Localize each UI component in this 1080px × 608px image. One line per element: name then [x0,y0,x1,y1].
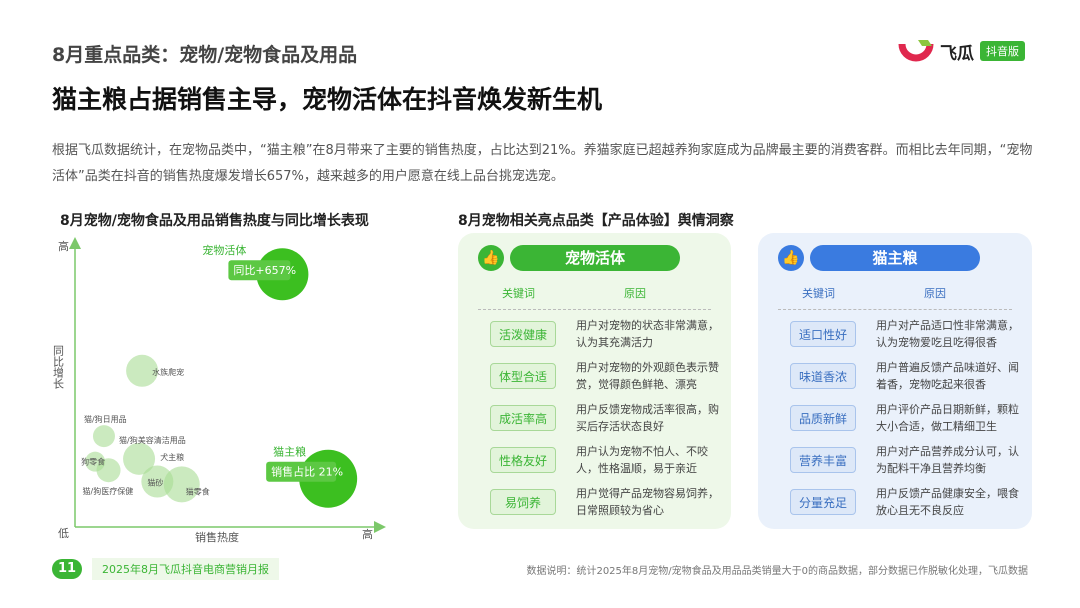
list-item: 味道香浓 用户普遍反馈产品味道好、闻着香，宠物吃起来很香 [758,359,1032,393]
keyword-tag: 成活率高 [490,405,556,431]
reason-text: 用户反馈产品健康安全，喂食放心且无不良反应 [876,487,1019,517]
list-item: 分量充足 用户反馈产品健康安全，喂食放心且无不良反应 [758,485,1032,519]
bubble [92,425,115,448]
col-keyword: 关键词 [802,287,835,300]
thumbs-up-icon: 👍 [478,245,504,271]
logo-badge: 抖音版 [980,41,1025,61]
page-number: 11 [52,559,82,579]
keyword-tag: 分量充足 [790,489,856,515]
data-note: 数据说明：统计2025年8月宠物/宠物食品及用品品类销量大于0的商品数据，部分数… [526,566,1028,577]
bubble-label: 狗零食 [81,457,105,467]
y-high-label: 高 [58,239,69,253]
thumbs-up-icon: 👍 [778,245,804,271]
reason-text: 用户对宠物的状态非常满意，认为其充满活力 [576,319,719,349]
card-title: 宠物活体 [510,245,680,271]
bubble [96,458,121,483]
bubble-tag [266,461,337,482]
super-title: 8月重点品类：宠物/宠物食品及用品 [52,44,358,66]
list-item: 体型合适 用户对宠物的外观颜色表示赞赏，觉得颜色鲜艳、漂亮 [458,359,731,393]
footer: 11 2025年8月飞瓜抖音电商营销月报 [52,558,279,580]
bubble-label: 猫/狗医疗保健 [83,486,134,496]
bubble-tag [228,260,291,281]
bubble-tag-text: 销售占比 21% [271,465,343,479]
divider [478,309,711,310]
bubble-label: 猫/狗美容清洁用品 [119,435,186,445]
reason-text: 用户评价产品日期新鲜，颗粒大小合适，做工精细卫生 [876,403,1019,433]
bubble-label: 猫主粮 [273,445,306,459]
list-item: 适口性好 用户对产品适口性非常满意，认为宠物爱吃且吃得很香 [758,317,1032,351]
bubble [126,354,159,387]
chart-section-title: 8月宠物/宠物食品及用品销售热度与同比增长表现 [60,213,369,229]
keyword-tag: 味道香浓 [790,363,856,389]
keyword-tag: 营养丰富 [790,447,856,473]
card-title: 猫主粮 [810,245,980,271]
logo-text: 飞瓜 [940,43,974,64]
reason-text: 用户认为宠物不怕人、不咬人，性格温顺，易于亲近 [576,445,708,475]
divider [778,309,1012,310]
col-reason: 原因 [624,287,646,300]
reason-text: 用户对宠物的外观颜色表示赞赏，觉得颜色鲜艳、漂亮 [576,361,719,391]
logo-icon [898,40,934,62]
bubble-label: 猫/狗日用品 [84,414,127,424]
bubble-label: 宠物活体 [202,243,246,257]
bubble-label: 猫砂 [147,478,163,488]
list-item: 活泼健康 用户对宠物的状态非常满意，认为其充满活力 [458,317,731,351]
intro-text: 根据飞瓜数据统计，在宠物品类中，“猫主粮”在8月带来了主要的销售热度，占比达到2… [52,143,1033,184]
keyword-tag: 易饲养 [490,489,556,515]
keyword-tag: 性格友好 [490,447,556,473]
bubble [123,442,156,475]
reason-text: 用户对产品适口性非常满意，认为宠物爱吃且吃得很香 [876,319,1019,349]
logo: 飞瓜 抖音版 [898,38,1025,64]
reason-text: 用户觉得产品宠物容易饲养，日常照顾较为省心 [576,487,719,517]
keyword-tag: 活泼健康 [490,321,556,347]
bubble-label: 水族爬宠 [152,367,184,377]
reason-text: 用户普遍反馈产品味道好、闻着香，宠物吃起来很香 [876,361,1019,391]
list-item: 营养丰富 用户对产品营养成分认可，认为配料干净且营养均衡 [758,443,1032,477]
opinion-section-title: 8月宠物相关亮点品类【产品体验】舆情洞察 [458,213,734,229]
bubble [163,466,200,503]
keyword-tag: 体型合适 [490,363,556,389]
keyword-tag: 品质新鲜 [790,405,856,431]
reason-text: 用户对产品营养成分认可，认为配料干净且营养均衡 [876,445,1019,475]
x-low-label: 低 [58,527,69,540]
report-name: 2025年8月飞瓜抖音电商营销月报 [92,558,279,580]
y-axis-label: 同比增长 [52,345,65,389]
list-item: 品质新鲜 用户评价产品日期新鲜，颗粒大小合适，做工精细卫生 [758,401,1032,435]
col-reason: 原因 [924,287,946,300]
x-axis-label: 销售热度 [195,530,239,544]
x-high-label: 高 [362,527,373,541]
col-keyword: 关键词 [502,287,535,300]
reason-text: 用户反馈宠物成活率很高，购买后存活状态良好 [576,403,719,433]
card-cat-food: 👍 猫主粮 关键词 原因 适口性好 用户对产品适口性非常满意，认为宠物爱吃且吃得… [758,233,1032,529]
list-item: 成活率高 用户反馈宠物成活率很高，购买后存活状态良好 [458,401,731,435]
bubble-tag-text: 同比+657% [233,264,296,277]
page-title: 猫主粮占据销售主导，宠物活体在抖音焕发新生机 [52,85,603,114]
list-item: 性格友好 用户认为宠物不怕人、不咬人，性格温顺，易于亲近 [458,443,731,477]
bubble-label: 犬主粮 [160,452,184,462]
list-item: 易饲养 用户觉得产品宠物容易饲养，日常照顾较为省心 [458,485,731,519]
bubble-label: 猫零食 [186,486,210,496]
keyword-tag: 适口性好 [790,321,856,347]
card-live-pets: 👍 宠物活体 关键词 原因 活泼健康 用户对宠物的状态非常满意，认为其充满活力 … [458,233,731,529]
